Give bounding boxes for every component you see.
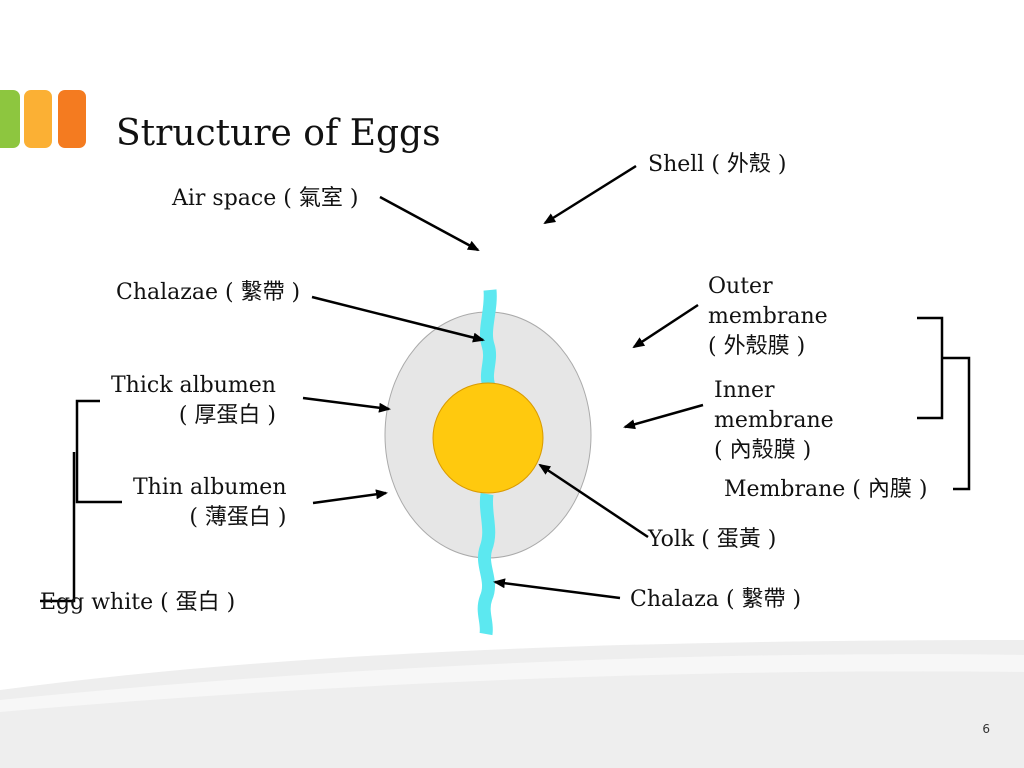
slide-title: Structure of Eggs [116,113,441,154]
header-accent-block-yellow [24,90,52,148]
thick-albumen-arrow [302,396,391,413]
label-thin-albumen-line-2: ( 薄蛋白 ) [189,505,287,530]
inner-membrane-arrow [623,403,704,430]
chalaza-strand-top [479,289,497,389]
label-outer-membrane: Outer membrane ( 外殼膜 ) [708,272,828,362]
label-shell: Shell ( 外殼 ) [648,152,787,177]
header-accent-block-orange [58,90,86,148]
label-inner-membrane-line-2: membrane [714,408,834,433]
label-chalazae: Chalazae ( 繫帶 ) [116,280,301,305]
label-chalaza: Chalaza ( 繫帶 ) [630,587,802,612]
membrane-inner-bracket [917,316,944,420]
footer-swoosh-light [0,654,1024,712]
label-membrane: Membrane ( 內膜 ) [724,477,928,502]
label-inner-membrane: Inner membrane ( 內殼膜 ) [714,376,834,466]
label-air-space: Air space ( 氣室 ) [172,186,359,211]
thin-albumen-arrow [312,489,388,505]
egg-yolk [432,382,544,494]
membrane-outer-bracket [942,356,971,491]
shell-arrow [543,164,637,225]
yolk-arrow [538,463,649,539]
label-egg-white: Egg white ( 蛋白 ) [40,590,236,615]
label-inner-membrane-line-1: Inner [714,378,775,403]
albumen-bracket [75,399,122,504]
air-space-arrow [379,195,480,252]
label-thick-albumen-line-2: ( 厚蛋白 ) [178,403,276,428]
chalaza-strand-bottom [477,492,496,636]
label-outer-membrane-line-2: membrane [708,304,828,329]
label-thick-albumen: Thick albumen ( 厚蛋白 ) [111,371,276,431]
label-thin-albumen: Thin albumen ( 薄蛋白 ) [133,473,287,533]
label-outer-membrane-line-3: ( 外殼膜 ) [708,334,806,359]
label-thin-albumen-line-1: Thin albumen [133,475,287,500]
egg-white-bracket [40,452,76,603]
page-number: 6 [982,722,990,736]
header-accent-block-green [0,90,20,148]
chalazae-arrow [311,295,485,343]
chalaza-arrow [493,578,621,600]
outer-membrane-arrow [632,303,699,349]
label-thick-albumen-line-1: Thick albumen [111,373,276,398]
label-outer-membrane-line-1: Outer [708,274,773,299]
label-yolk: Yolk ( 蛋黃 ) [648,527,777,552]
label-inner-membrane-line-3: ( 內殼膜 ) [714,438,812,463]
